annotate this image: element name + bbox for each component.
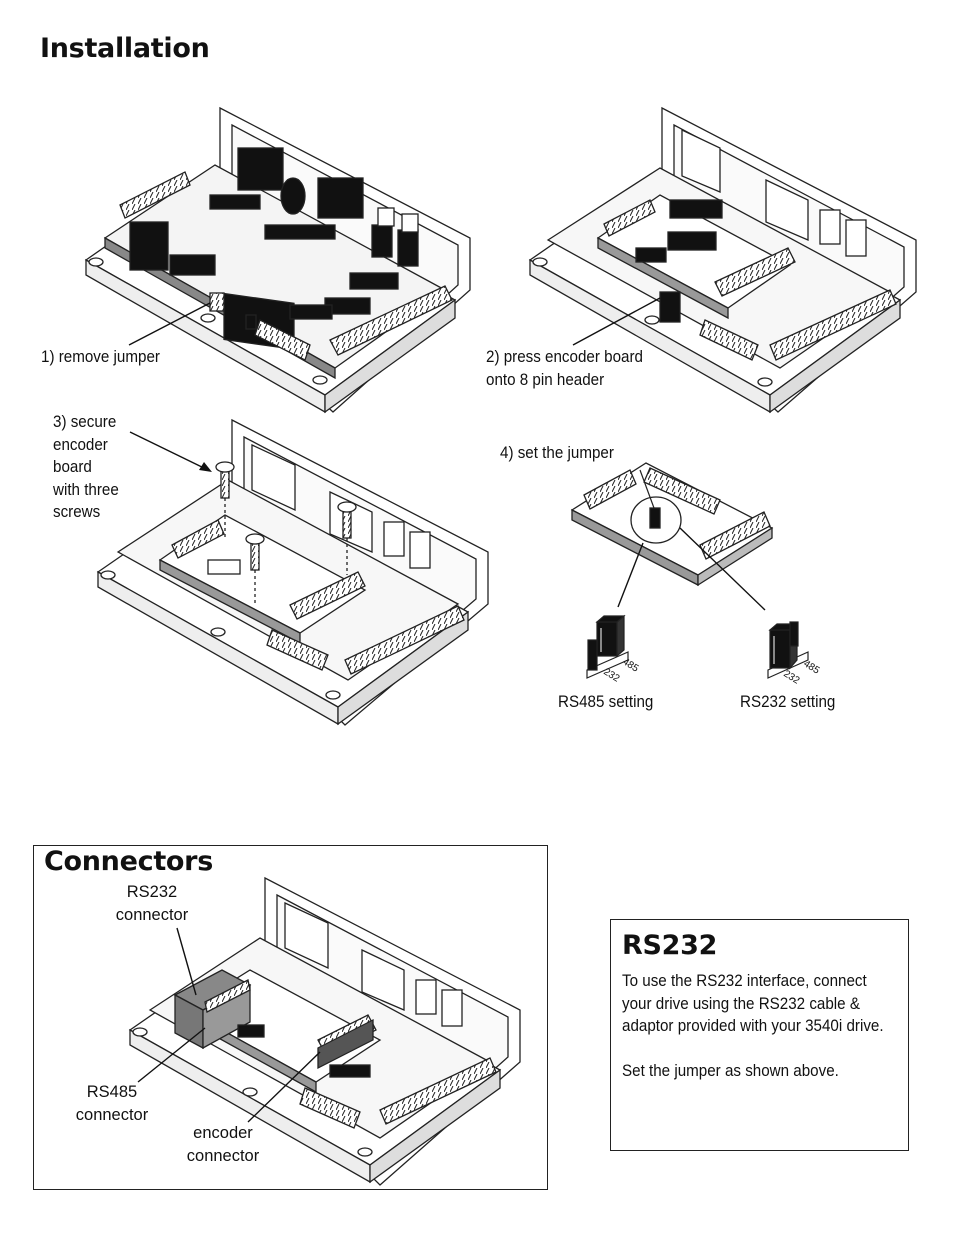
installation-title: Installation: [40, 33, 210, 64]
rs232-info-paragraph: To use the RS232 interface, connect your…: [622, 972, 884, 1035]
encoder-connector-label: encoder connector: [173, 1122, 273, 1167]
leader-rs485-connector: [137, 1027, 206, 1083]
drive-illustration-4: [128, 876, 521, 1186]
jumper-rs232-icon: [767, 621, 809, 679]
encoder-connector-line2: connector: [186, 1146, 260, 1165]
step2-caption-line2: onto 8 pin header: [486, 371, 605, 389]
step4-caption: 4) set the jumper: [500, 444, 614, 462]
leader-rs232: [679, 527, 766, 611]
rs485-connector-line1: RS485: [86, 1083, 138, 1101]
rs232-info-panel: RS232 To use the RS232 interface, connec…: [610, 919, 909, 1151]
encoder-board-illustration: [570, 462, 774, 587]
rs232-setting-caption: RS232 setting: [740, 693, 836, 711]
leader-step2: [572, 297, 661, 346]
rs485-setting-caption: RS485 setting: [558, 693, 654, 711]
jumper-rs485-icon: [586, 614, 629, 679]
leader-step1: [128, 302, 211, 346]
rs232-connector-line2: connector: [115, 905, 189, 924]
drive-illustration-3: [96, 418, 489, 726]
rs232-info-body: To use the RS232 interface, connect your…: [622, 970, 893, 1104]
leader-encoder-connector: [247, 1051, 321, 1123]
step3-line: screws: [53, 503, 101, 521]
connectors-panel: [33, 845, 548, 1190]
leader-rs485: [617, 542, 644, 608]
rs485-connector-line2: connector: [75, 1105, 149, 1124]
encoder-connector-line1: encoder: [193, 1124, 253, 1142]
step2-caption-line1: 2) press encoder board: [486, 348, 643, 366]
step3-line: encoder: [53, 435, 108, 454]
rs232-connector-label: RS232 connector: [102, 881, 202, 926]
step3-line: board: [53, 458, 92, 476]
step3-line: with three: [53, 480, 119, 499]
step3-line: 3) secure: [53, 413, 117, 431]
connectors-title: Connectors: [44, 846, 213, 877]
drive-illustration-2: [528, 106, 917, 414]
rs232-connector-line1: RS232: [126, 883, 178, 901]
step1-caption: 1) remove jumper: [41, 348, 160, 366]
drive-illustration-1: [84, 106, 471, 414]
rs232-info-paragraph: Set the jumper as shown above.: [622, 1061, 839, 1080]
rs232-info-title: RS232: [622, 930, 718, 961]
step3-caption: 3) secure encoder board with three screw…: [53, 411, 125, 524]
leader-rs232-connector: [176, 927, 197, 996]
rs485-connector-label: RS485 connector: [62, 1081, 162, 1126]
leader-step3: [129, 431, 212, 472]
